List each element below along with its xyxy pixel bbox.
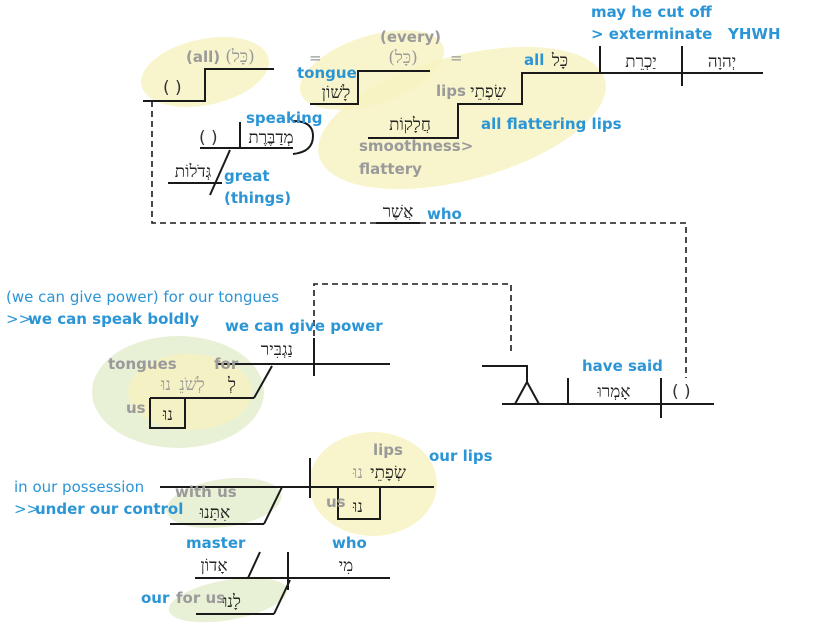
hebrew-asher: אֲשֶׁר <box>383 202 414 222</box>
gloss-all-flattering-lips: all flattering lips <box>481 115 622 133</box>
gloss-our: our <box>141 589 170 607</box>
for-us-slant <box>273 579 291 615</box>
hebrew-nu-us-1: נוּ <box>162 405 173 425</box>
hebrew-gedolot: גְּדֹלוֹת <box>175 162 212 182</box>
highlight-our-lips <box>309 432 437 536</box>
tongue-stair-line <box>310 70 430 105</box>
gloss-our-lips: our lips <box>429 447 493 465</box>
hebrew-lanu: לָנוּ <box>222 592 241 612</box>
gloss-lips: lips <box>436 82 466 100</box>
hebrew-siftei: שִׂפְתֵי <box>470 82 506 102</box>
hebrew-nu-suffix-1: נוּ <box>160 375 171 395</box>
gloss-all-paren: (all) <box>186 48 220 66</box>
gloss-tongue: tongue <box>297 64 357 82</box>
gloss-all: all <box>524 51 544 69</box>
gloss-yhwh: YHWH <box>727 25 781 43</box>
gloss-us-2: us <box>326 493 346 511</box>
gloss-for-us: for us <box>176 589 225 607</box>
hebrew-ittanu: אִתָּנוּ <box>199 503 230 523</box>
hebrew-le-prep: לְ <box>227 375 236 395</box>
hebrew-yhwh: יְהוָה <box>708 52 736 72</box>
hebrew-mi: מִי <box>339 556 354 576</box>
gloss-lips-2: lips <box>373 441 403 459</box>
hebrew-amru: אָמְרוּ <box>597 382 631 402</box>
gloss-for: for <box>214 355 239 373</box>
us-bracket-1 <box>149 398 186 429</box>
quote-dashed-connector <box>313 283 512 366</box>
all-slot-stair-line <box>143 68 274 102</box>
hebrew-nu-us-2: נוּ <box>352 497 363 517</box>
object-stair-line <box>368 72 600 139</box>
equals-sign-left: = <box>309 49 322 67</box>
hebrew-nagbir: נַגְבִּיר <box>261 340 293 360</box>
translation-under-control-prefix: >> <box>14 500 39 518</box>
highlight-for-us <box>168 577 288 623</box>
empty-slot-relative: ( ) <box>672 382 691 402</box>
with-us-slant <box>263 486 283 525</box>
hebrew-chalaqot: חֲלָקוֹת <box>389 115 431 135</box>
hebrew-leshone: לְשֹׁנֵ <box>179 375 205 395</box>
gloss-we-can-give-power: we can give power <box>225 317 383 335</box>
translation-in-possession: in our possession <box>14 478 144 496</box>
gloss-have-said: have said <box>582 357 663 375</box>
gloss-speaking: speaking <box>246 109 323 127</box>
master-slant <box>247 551 261 579</box>
great-modifier-slant <box>209 149 231 196</box>
speaking-connector-curve <box>292 120 315 155</box>
gloss-may-he-cut-off: may he cut off <box>591 3 713 21</box>
hebrew-yakhret: יַכְרֵת <box>625 52 657 72</box>
highlight-with-us <box>166 477 282 529</box>
empty-slot-speaking: ( ) <box>199 128 218 148</box>
hebrew-adon: אָדוֹן <box>200 556 227 576</box>
hebrew-medaberet: מְדַבֶּרֶת <box>248 128 293 148</box>
hebrew-kol-every: (כָּל) <box>388 48 418 68</box>
gloss-great: great <box>224 167 270 185</box>
gloss-us-1: us <box>126 399 146 417</box>
quote-stand <box>482 365 540 405</box>
gloss-who-relative: who <box>427 205 462 223</box>
gloss-who-master: who <box>332 534 367 552</box>
gloss-flattery: flattery <box>359 160 422 178</box>
highlight-tongues-inner <box>128 354 252 430</box>
gloss-great-things: (things) <box>224 189 291 207</box>
hebrew-lashon: לָשׁוֹן <box>322 83 351 103</box>
gloss-with-us: with us <box>175 483 237 501</box>
equals-sign-right: = <box>450 49 463 67</box>
relative-dashed-connector <box>151 101 687 378</box>
gloss-exterminate: > exterminate <box>591 25 712 43</box>
gloss-every: (every) <box>380 28 441 46</box>
empty-slot-top: ( ) <box>163 78 182 98</box>
translation-give-power: (we can give power) for our tongues <box>6 288 279 306</box>
translation-under-control: under our control <box>35 500 183 518</box>
gloss-tongues: tongues <box>108 355 177 373</box>
gloss-master: master <box>186 534 246 552</box>
hebrew-kol: כָּל <box>551 51 568 71</box>
translation-speak-boldly-prefix: >> <box>6 310 31 328</box>
gloss-smoothness: smoothness> <box>359 137 473 155</box>
hebrew-kol-all: (כָּל) <box>225 47 255 67</box>
translation-speak-boldly: we can speak boldly <box>28 310 199 328</box>
hebrew-nu-suffix-2: נוּ <box>352 463 363 483</box>
hebrew-sefatei: שְׂפָתֵי <box>370 463 406 483</box>
us-bracket-2 <box>337 487 381 520</box>
tongues-slant <box>253 365 273 399</box>
highlight-flattering-lips <box>318 46 606 190</box>
